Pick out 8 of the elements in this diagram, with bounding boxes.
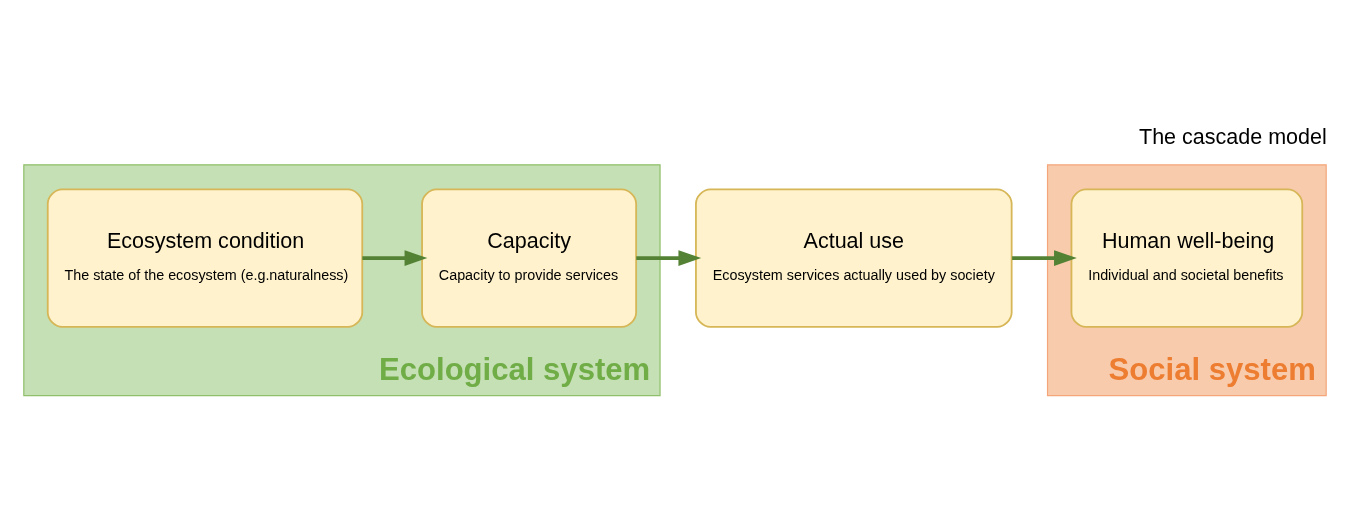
node-box: Capacity Capacity to provide services (421, 188, 638, 328)
arrow (362, 250, 428, 267)
node-box: Ecosystem condition The state of the ecosystem (e.g.naturalness) (46, 188, 364, 328)
arrow (1012, 250, 1077, 267)
node-box: Actual use Ecosystem services actually used by society (695, 188, 1013, 328)
node-box: Human well-being Individual and societal benefits (1070, 188, 1304, 328)
diagram-title: The cascade model (1139, 124, 1327, 149)
arrow (636, 250, 702, 267)
